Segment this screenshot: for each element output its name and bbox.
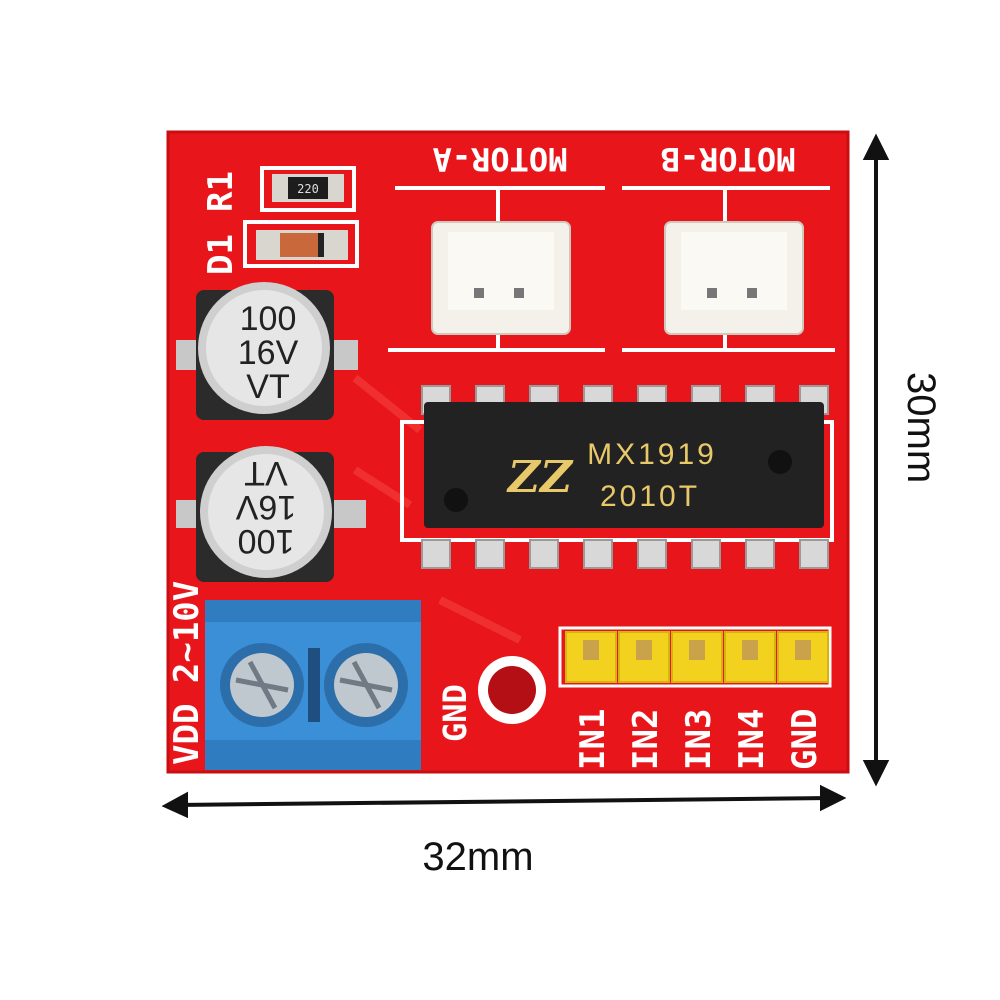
svg-text:100: 100	[240, 300, 297, 338]
height-dimension-arrow	[862, 133, 890, 787]
pin-label-in2: IN2	[626, 709, 666, 770]
motor-a-connector	[431, 221, 571, 335]
capacitor-2: 100 16V VT	[176, 446, 366, 582]
driver-ic: ZZ MX1919 2010T	[400, 385, 834, 569]
power-terminal	[205, 600, 421, 770]
svg-text:VT: VT	[246, 368, 289, 406]
gnd-left-label: GND	[436, 684, 474, 742]
pin-label-in3: IN3	[679, 709, 719, 770]
pin-header	[558, 626, 832, 688]
pin-label-in4: IN4	[732, 709, 772, 770]
svg-text:VT: VT	[244, 454, 287, 492]
d1-label: D1	[201, 234, 241, 275]
resistor-r1: 220	[260, 166, 356, 212]
motor-b-connector	[664, 221, 804, 335]
resistor-code: 220	[297, 182, 319, 196]
ic-code: 2010T	[600, 480, 700, 513]
svg-text:16V: 16V	[238, 334, 299, 372]
motor-a-label: MOTOR-A	[433, 140, 568, 178]
vdd-label: VDD 2~10V	[167, 581, 207, 765]
pin-label-in1: IN1	[573, 709, 613, 770]
diode-d1	[243, 220, 359, 268]
gnd-pad	[478, 656, 546, 724]
svg-text:100: 100	[238, 522, 295, 560]
height-label: 30mm	[899, 372, 943, 483]
pin-label-gnd: GND	[785, 709, 825, 770]
capacitor-1: 100 16V VT	[176, 282, 358, 420]
width-label: 32mm	[422, 835, 533, 879]
width-dimension-arrow	[161, 784, 847, 819]
motor-b-label: MOTOR-B	[661, 140, 796, 178]
ic-logo: ZZ	[506, 452, 574, 503]
r1-label: R1	[201, 171, 241, 212]
svg-text:16V: 16V	[235, 488, 296, 526]
ic-part: MX1919	[587, 438, 717, 471]
